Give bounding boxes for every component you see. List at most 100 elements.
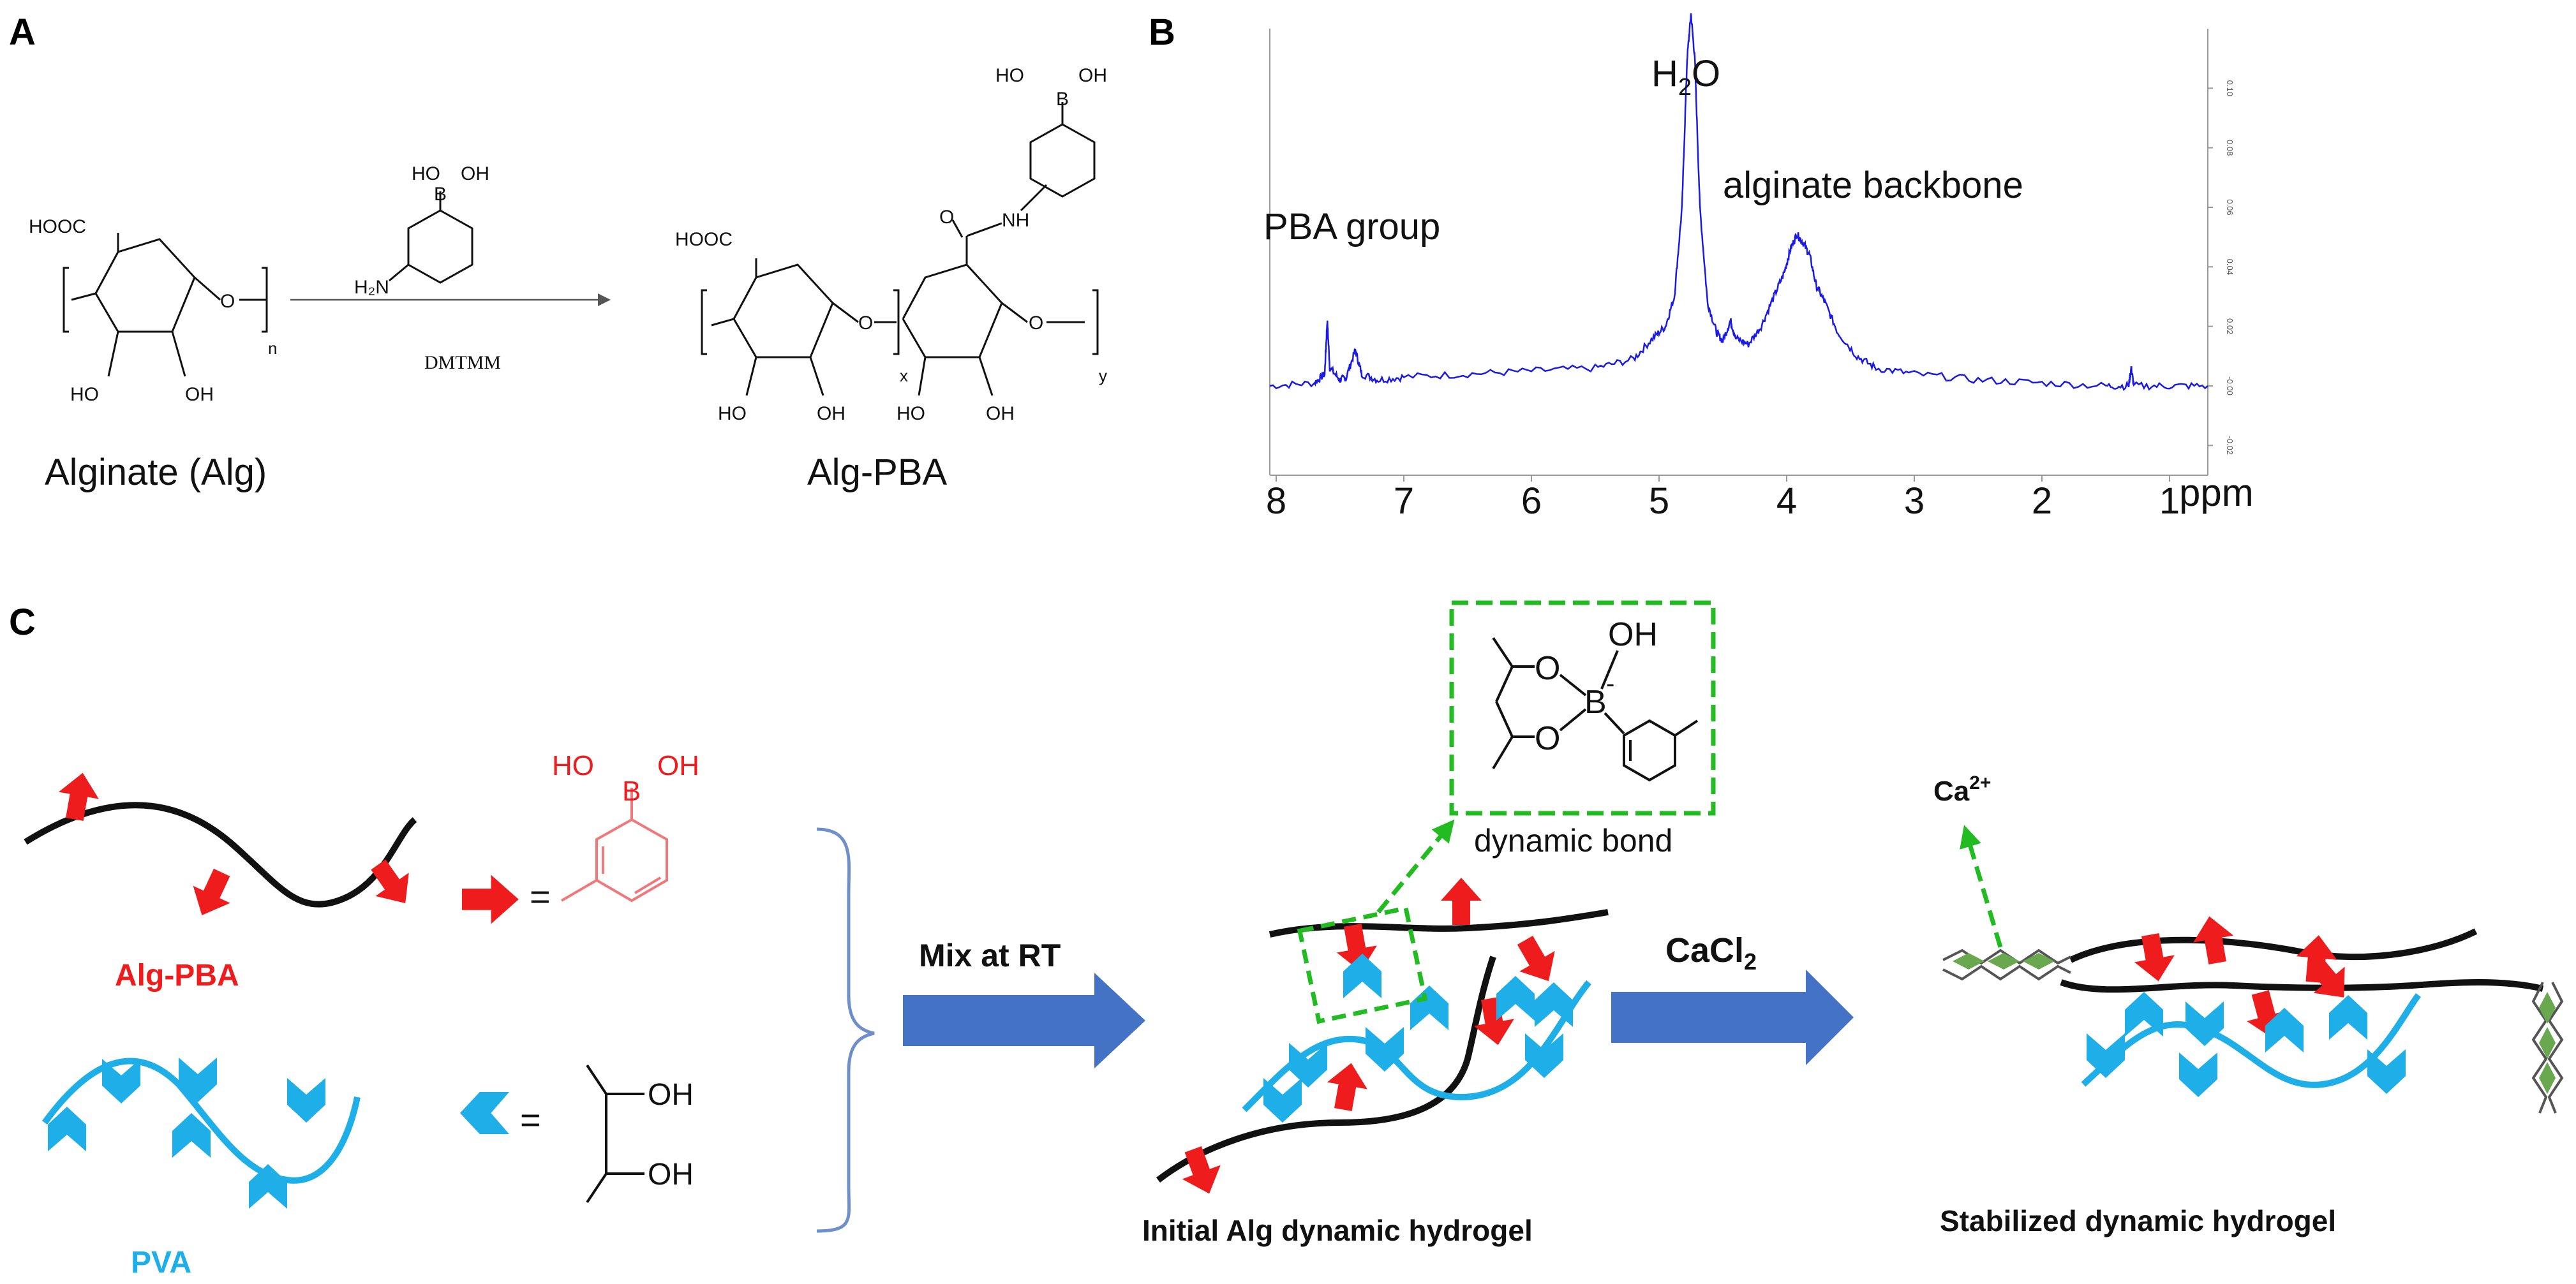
alginate-name: Alginate (Alg) [45, 452, 267, 493]
product-oxygen-1: O [858, 313, 873, 334]
ho-label: HO [70, 384, 99, 405]
alg-pba-name: Alg-PBA [807, 452, 948, 493]
panel-label-c: C [9, 601, 36, 643]
ester-oxygen-2: O [1535, 720, 1560, 757]
y-tick-label: 0.08 [2225, 140, 2235, 156]
pba-structure [560, 788, 668, 903]
y-tick-label: 0.02 [2225, 318, 2235, 334]
axis-unit-ppm: ppm [2179, 471, 2254, 514]
product-oh-2: OH [986, 403, 1015, 424]
pba-ho: HO [552, 750, 594, 781]
aminophenylboronic-acid [389, 191, 473, 284]
pba-legend-arrow [462, 874, 519, 924]
product-ho-2: HO [897, 403, 925, 424]
amide-nh: NH [1002, 210, 1029, 231]
x-tick-label: 7 [1394, 480, 1414, 522]
diol-oh-1: OH [648, 1078, 694, 1112]
panel-label-a: A [9, 11, 36, 53]
water-peak-o: O [1692, 53, 1720, 94]
product-oh-1: OH [817, 403, 845, 424]
y-tick-label: 0.04 [2225, 259, 2235, 275]
x-tick-label: 6 [1521, 480, 1542, 522]
dynamic-bond-label: dynamic bond [1474, 823, 1672, 859]
y-tick-label: -0.00 [2225, 376, 2235, 395]
stabilized-hydrogel-label: Stabilized dynamic hydrogel [1940, 1204, 2336, 1237]
boronic-ho: HO [412, 163, 440, 184]
dynamic-bond-zoom-box [1449, 600, 1716, 816]
product-boronic-oh: OH [1078, 65, 1107, 86]
cooh-label: HOOC [29, 216, 86, 237]
water-peak-label: H2O [1651, 53, 1720, 101]
product-ho-1: HO [718, 403, 747, 424]
x-tick-label: 1 [2159, 480, 2180, 522]
diol-oh-2: OH [648, 1158, 694, 1192]
alginate-backbone-peak-label: alginate backbone [1723, 165, 2023, 206]
subscript-n: n [268, 339, 277, 358]
boronic-oh: OH [461, 163, 489, 184]
x-tick-label: 3 [1904, 480, 1925, 522]
calcium-main: Ca [1933, 776, 1970, 807]
pba-boron: B [622, 776, 641, 807]
pba-equals: = [530, 876, 551, 917]
pva-legend-chevron [460, 1092, 509, 1134]
product-oxygen-2: O [1029, 313, 1043, 334]
ester-boron: B [1584, 684, 1607, 721]
cacl2-arrow [1611, 970, 1854, 1065]
calcium-ion-label: Ca2+ [1933, 772, 1991, 807]
amide-oxygen: O [939, 207, 954, 228]
alginate-ring [63, 233, 268, 377]
calcium-crosslink-left [1942, 948, 2071, 981]
product-cooh: HOOC [675, 229, 733, 250]
ester-oxygen-1: O [1535, 650, 1560, 687]
x-tick-label: 4 [1776, 480, 1797, 522]
nmr-x-ticks: 8 7 6 5 4 3 2 1 [1266, 475, 2180, 522]
calcium-release-arrow [1960, 825, 2003, 948]
y-tick-label: -0.02 [2225, 436, 2235, 455]
pva-label: PVA [131, 1246, 191, 1280]
amine-label: H₂N [354, 277, 389, 298]
product-boron-atom: B [1056, 89, 1069, 110]
water-peak-h: H [1651, 53, 1678, 94]
alg-pba-chain-diagram [24, 769, 519, 924]
y-tick-label: 0.06 [2225, 199, 2235, 215]
curly-brace [816, 827, 875, 1233]
dynamic-bond-selection-box [1297, 905, 1428, 1024]
dynamic-bond-leader [1376, 819, 1455, 914]
y-tick-label: 0.10 [2225, 80, 2235, 96]
nmr-spectrum-line [1269, 13, 2208, 392]
mix-arrow [903, 973, 1145, 1068]
ester-hydroxyl: OH [1608, 616, 1658, 653]
panel-a-text: HOOC O HO OH n HO B OH H₂N DMTMM HOOC HO… [29, 65, 1107, 424]
oh-label: OH [185, 384, 214, 405]
x-tick-label: 2 [2032, 480, 2052, 522]
subscript-y: y [1099, 366, 1107, 385]
boron-atom: B [434, 184, 447, 205]
calcium-crosslink-right [2531, 982, 2564, 1114]
pba-oh: OH [657, 750, 699, 781]
dmtmm-reagent: DMTMM [424, 352, 501, 373]
x-tick-label: 5 [1649, 480, 1669, 522]
pva-chain-diagram [41, 1058, 509, 1209]
cacl2-subscript: 2 [1744, 948, 1757, 975]
calcium-superscript: 2+ [1969, 772, 1991, 793]
product-boronic-ho: HO [995, 65, 1024, 86]
mix-at-rt-label: Mix at RT [919, 938, 1061, 973]
diol-structure [586, 1064, 644, 1204]
nmr-y-ticks: -0.02 -0.00 0.02 0.04 0.06 0.08 0.10 [2208, 80, 2235, 455]
initial-hydrogel-diagram [1156, 878, 1609, 1201]
initial-hydrogel-label: Initial Alg dynamic hydrogel [1142, 1214, 1533, 1247]
alg-pba-label: Alg-PBA [115, 959, 239, 993]
boronate-ester-structure [1492, 637, 1699, 782]
stabilized-hydrogel-diagram [2060, 913, 2544, 1097]
ester-boron-charge: - [1606, 670, 1614, 698]
panel-a-reaction-scheme [63, 102, 1099, 396]
x-tick-label: 8 [1266, 480, 1286, 522]
ring-oxygen-label: O [220, 291, 235, 312]
cacl2-main: CaCl [1665, 931, 1744, 970]
pba-group-peak-label: PBA group [1263, 206, 1440, 247]
cacl2-label: CaCl2 [1665, 931, 1757, 975]
panel-label-b: B [1149, 11, 1175, 53]
pva-equals: = [520, 1100, 541, 1140]
